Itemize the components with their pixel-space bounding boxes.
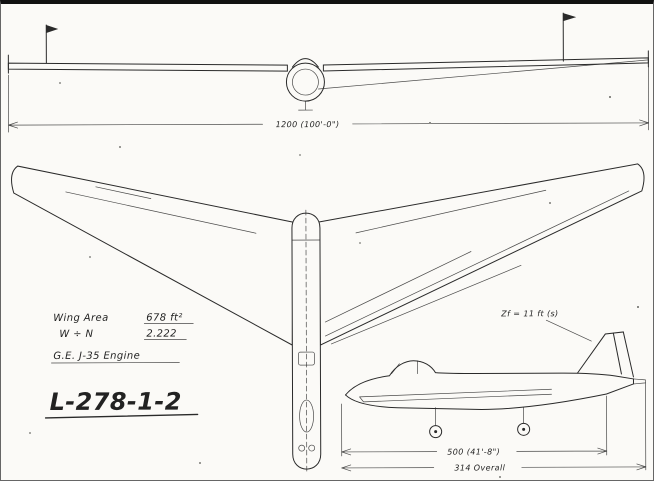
front-fin-flag-icon [46,13,577,33]
wing-area-value: 678 ft² [146,313,183,324]
plan-right-wing-outline [318,163,645,346]
side-dimension-lines [341,382,647,471]
spec-underlines [51,323,194,364]
side-front-wheel [429,425,443,439]
side-dimension-arrows [341,447,647,472]
side-jetpipe [633,378,646,385]
front-wingtip-plates [7,50,649,74]
plan-control-surface-lines [65,186,547,234]
side-fuselage-lower-outline [345,378,634,410]
side-note-leader-line [545,319,592,342]
plan-fuselage-centerline [305,209,308,473]
side-vertical-fin [576,331,634,378]
front-span-dimension-arrows [8,119,649,129]
side-overall-dimension-label: 314 Overall [454,463,505,472]
engine-note-label: G.E. J-35 Engine [53,351,140,362]
front-view: 1200 (100'-0") [7,12,649,133]
plan-equipment-bay [298,351,315,366]
side-rear-wheel-hub [522,427,526,431]
side-front-wheel-hub [434,430,438,434]
drawing-number-label: L-278-1-2 [49,388,181,416]
front-wing-outline [7,57,649,72]
wing-area-label: Wing Area [53,313,108,324]
plan-view [11,163,645,473]
side-note-label: Zf = 11 ft (s) [500,309,558,318]
plan-detail-circle-right [308,444,316,452]
front-tip-fins [45,12,564,64]
side-length-dimension-label: 500 (41'-8") [447,447,500,456]
side-fuselage-upper-outline [345,360,634,396]
loading-ratio-label: W ÷ N [59,329,93,340]
front-misc-lines [298,59,649,111]
plan-canopy-outline [299,399,314,433]
front-span-dimension-lines [8,66,649,133]
front-span-dimension-label: 1200 (100'-0") [276,120,340,129]
side-gear-struts [435,406,524,426]
plan-left-wing-outline [11,165,294,346]
side-wing-chord-section [359,388,552,403]
side-canopy-frame-lines [391,360,418,375]
front-fuselage-intake-circle [292,68,319,96]
side-view: 500 (41'-8") 314 Overall Zf = 11 ft (s) [341,309,647,473]
front-canopy-arc [291,58,319,68]
loading-ratio-value: 2.222 [146,329,177,340]
scan-noise-speckles [1,4,3,6]
three-view-drawing: 1200 (100'-0") [7,12,649,473]
plan-detail-circle-left [298,444,306,452]
drawing-number-underline [44,413,199,419]
side-rear-wheel [517,422,531,436]
plan-dimension-diagonals [324,190,630,345]
spec-block: Wing Area 678 ft² W ÷ N 2.222 G.E. J-35 … [44,313,199,419]
